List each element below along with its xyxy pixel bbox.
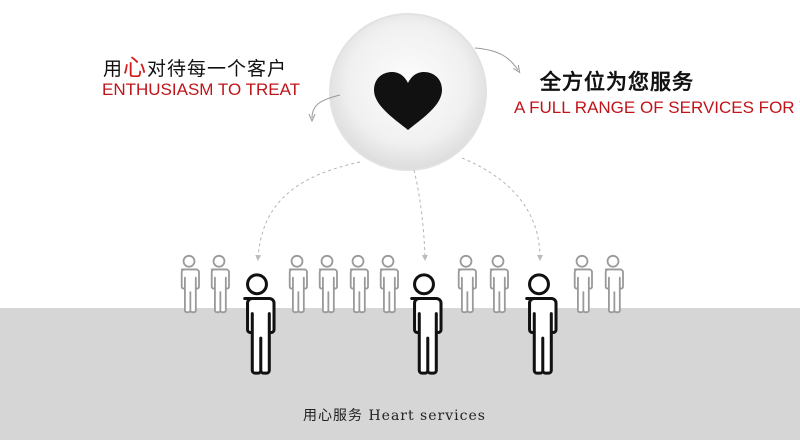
- heart-icon: [374, 72, 442, 130]
- person-icon-light: [379, 254, 399, 314]
- caption-text: 用心服务 Heart services: [303, 408, 486, 424]
- person-icon-light: [489, 254, 509, 314]
- person-icon-light: [349, 254, 369, 314]
- dashed-connector-center: [413, 169, 428, 261]
- gray-floor-band: [0, 308, 800, 440]
- left-slogan-english: ENTHUSIASM TO TREAT: [102, 80, 301, 99]
- person-icon-dark: [243, 273, 276, 375]
- left-slogan-suffix: 对待每一个客户: [147, 58, 288, 80]
- person-icon-light: [573, 254, 593, 314]
- person-icon-light: [210, 254, 230, 314]
- person-icon-dark: [410, 273, 443, 375]
- left-slogan-highlight: 心: [123, 55, 148, 81]
- curved-arrow-left: [312, 94, 341, 118]
- right-slogan-english: A FULL RANGE OF SERVICES FOR YOU: [514, 98, 800, 117]
- right-slogan-chinese: 全方位为您服务: [540, 70, 694, 94]
- person-icon-light: [604, 254, 624, 314]
- left-slogan-chinese: 用心对待每一个客户: [103, 48, 287, 82]
- person-icon-light: [318, 254, 338, 314]
- left-slogan-prefix: 用: [103, 58, 124, 80]
- curved-arrow-right: [474, 47, 518, 70]
- person-icon-light: [457, 254, 477, 314]
- person-icon-light: [288, 254, 308, 314]
- person-icon-dark: [525, 273, 558, 375]
- person-icon-light: [180, 254, 200, 314]
- dashed-connector-right: [461, 157, 543, 261]
- dashed-connector-left: [255, 161, 361, 261]
